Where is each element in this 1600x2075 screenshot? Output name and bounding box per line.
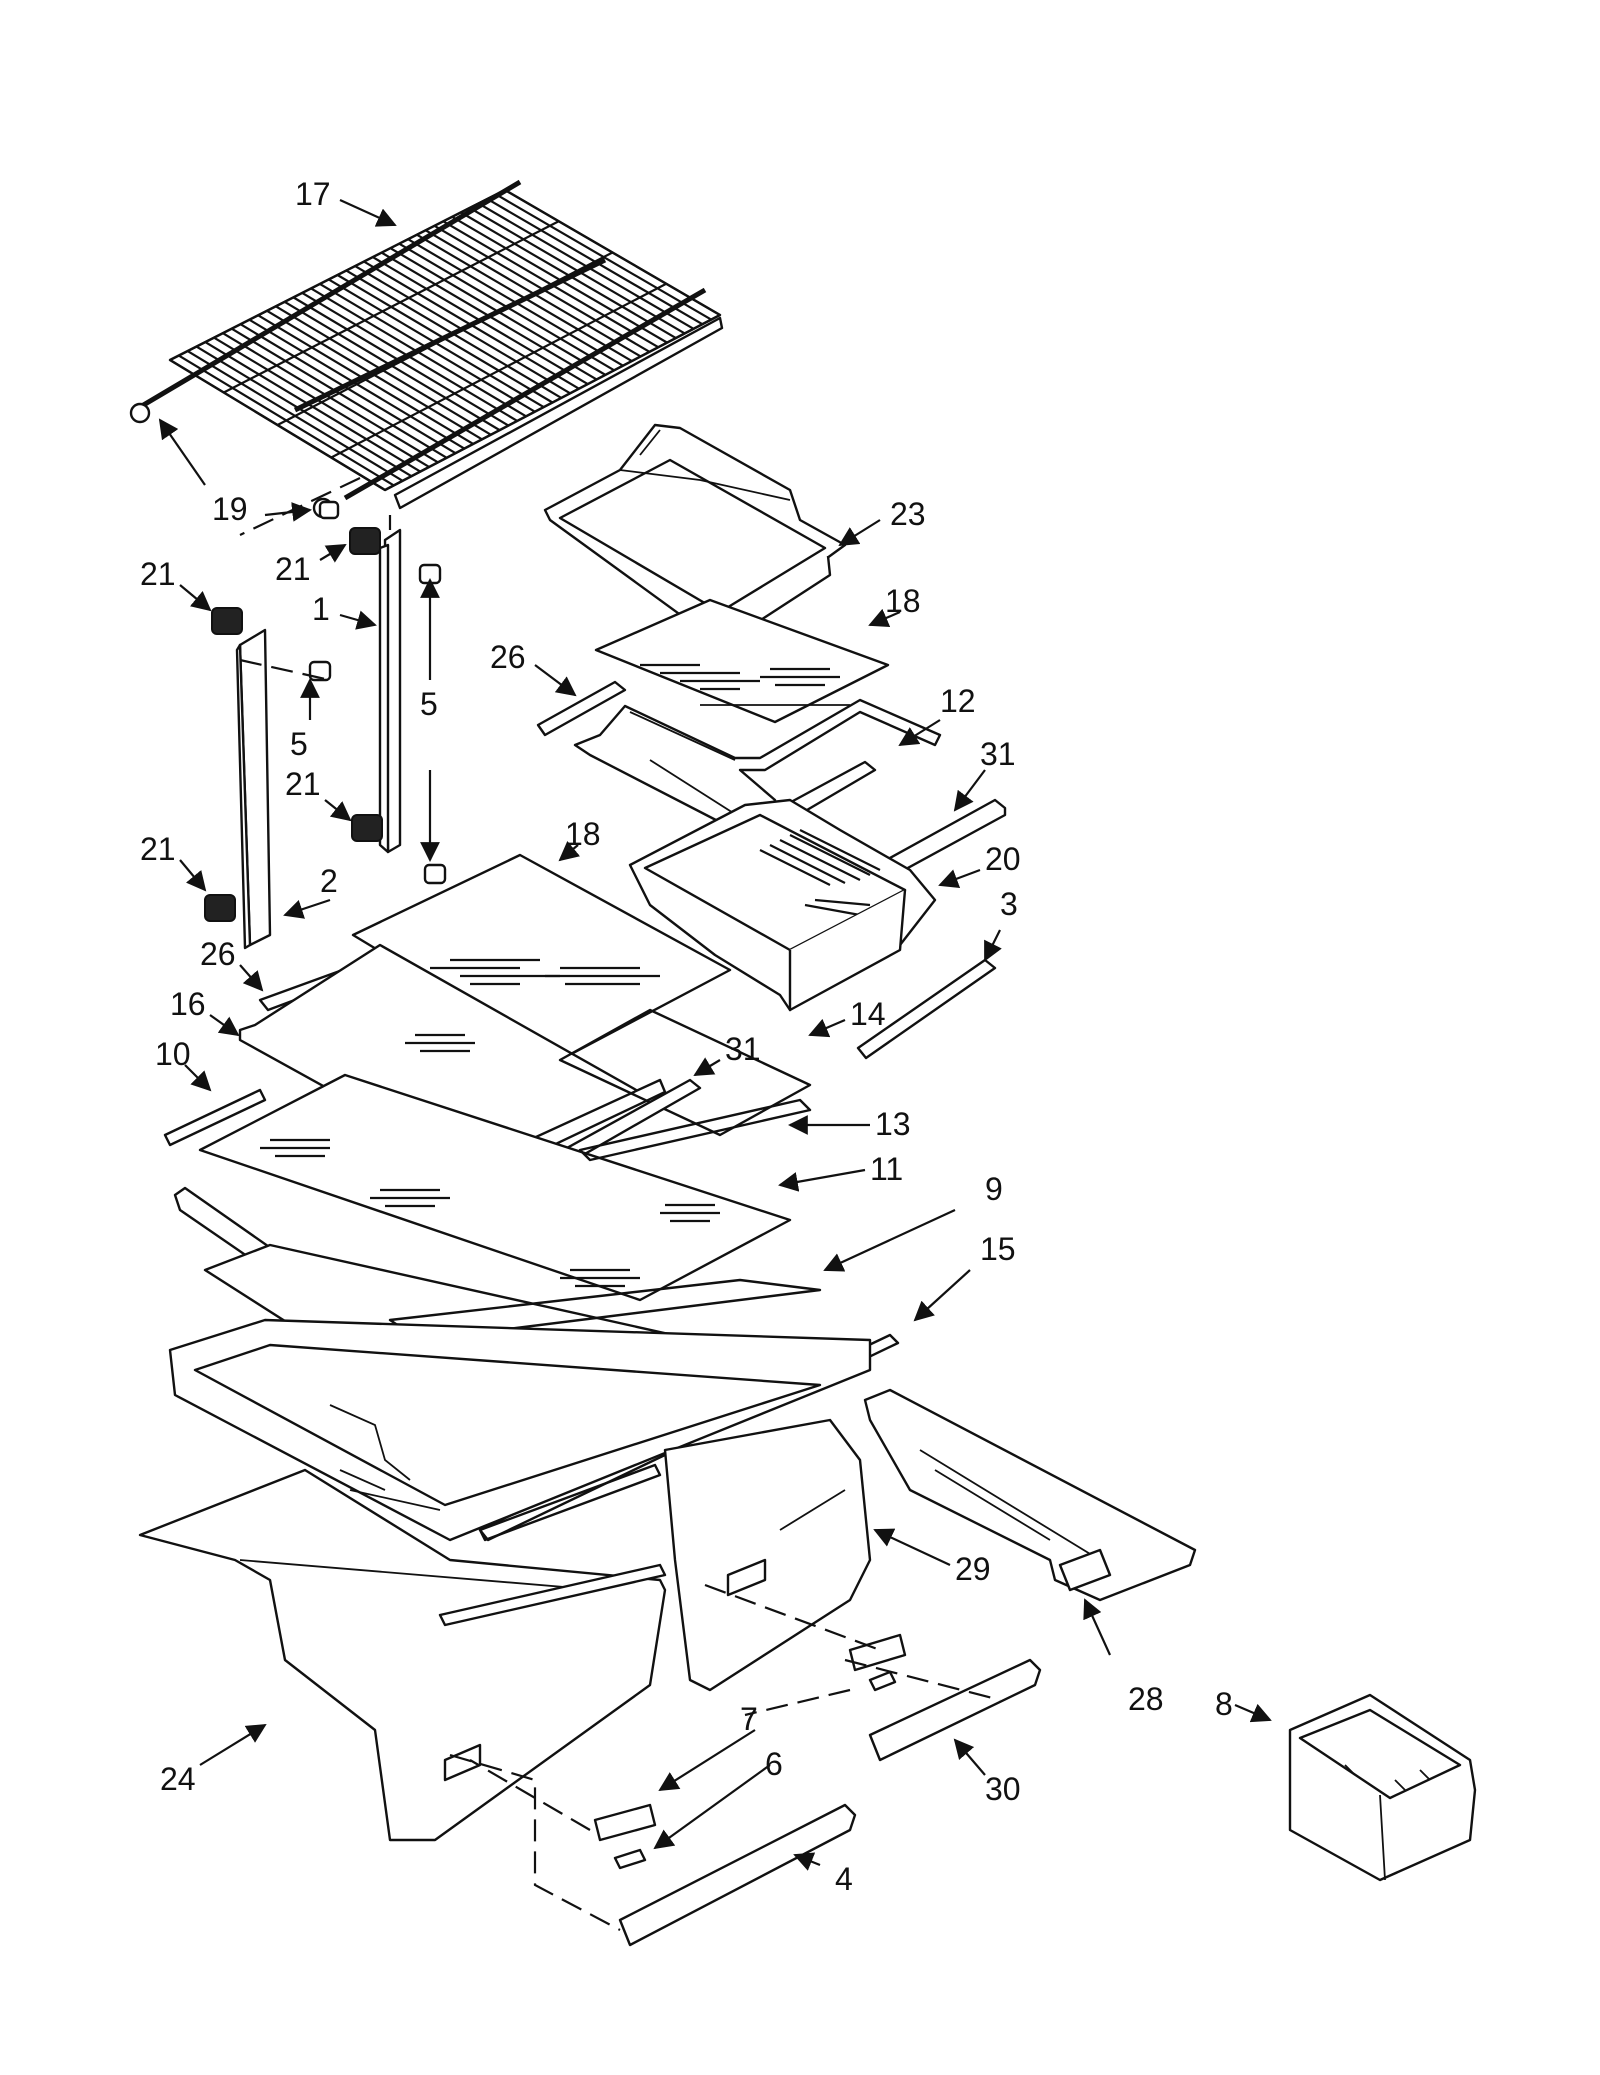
callout-26-upper: 26: [490, 639, 526, 675]
rail-10: [163, 1088, 267, 1147]
rail-30: [868, 1658, 1042, 1762]
callout-8: 8: [1215, 1686, 1233, 1722]
callout-4: 4: [835, 1861, 853, 1897]
callout-3: 3: [1000, 886, 1018, 922]
callout-31-lower: 31: [725, 1031, 761, 1067]
callout-21-left: 21: [140, 556, 176, 592]
clips: [204, 527, 383, 922]
callout-28: 28: [1128, 1681, 1164, 1717]
small-bin-8: [1288, 1693, 1477, 1882]
callout-23: 23: [890, 496, 926, 532]
wire-shelf: [129, 179, 724, 519]
callout-13: 13: [875, 1106, 911, 1142]
callout-21-mid: 21: [285, 766, 321, 802]
callout-labels: 17 19 21 21 1 5 5 21 21 2 23 18 26 12 31…: [140, 176, 1233, 1897]
crisper-cover-frame: [168, 1318, 872, 1542]
callout-31-upper: 31: [980, 736, 1016, 772]
callout-18-upper: 18: [885, 583, 921, 619]
callout-15: 15: [980, 1231, 1016, 1267]
leader-lines: [158, 198, 1272, 1871]
stops-6: [613, 1670, 897, 1870]
callout-12: 12: [940, 683, 976, 719]
callout-17: 17: [295, 176, 331, 212]
callout-20: 20: [985, 841, 1021, 877]
callout-16: 16: [170, 986, 206, 1022]
callout-6: 6: [765, 1746, 783, 1782]
callout-11: 11: [870, 1151, 903, 1187]
shelf-pins-19: [318, 500, 340, 520]
glass-panel-upper: [594, 598, 890, 724]
callout-7: 7: [740, 1701, 758, 1737]
callout-9: 9: [985, 1171, 1003, 1207]
shelf-crosswire: [384, 314, 721, 491]
slides-7: [593, 1633, 907, 1842]
callout-10: 10: [155, 1036, 191, 1072]
callout-18-lower: 18: [565, 816, 601, 852]
callout-14: 14: [850, 996, 886, 1032]
small-crisper-drawer: [628, 798, 937, 1012]
callout-26-lower: 26: [200, 936, 236, 972]
callout-24: 24: [160, 1761, 196, 1797]
callout-30: 30: [985, 1771, 1021, 1807]
bracket-1: [378, 528, 402, 854]
shelf-11: [198, 1073, 792, 1302]
shelf-crosswire: [169, 189, 506, 361]
frame-13: [578, 1098, 812, 1162]
rod-3: [856, 958, 997, 1060]
shelf-crosswire: [223, 220, 560, 394]
glass-panel-14: [558, 1008, 812, 1137]
callout-1: 1: [312, 591, 330, 627]
callout-29: 29: [955, 1551, 991, 1587]
shelf-crosswire: [330, 282, 667, 459]
crisper-drawer-24: [138, 1468, 667, 1842]
crisper-drawer-29: [663, 1418, 872, 1692]
callout-2: 2: [320, 863, 338, 899]
callout-5-left: 5: [290, 726, 308, 762]
bracket-2: [235, 628, 272, 950]
callout-21-lower: 21: [140, 831, 176, 867]
callout-5-right: 5: [420, 686, 438, 722]
rail-4: [618, 1803, 857, 1947]
callout-21-upper: 21: [275, 551, 311, 587]
callout-19: 19: [212, 491, 248, 527]
upper-rail-26: [536, 680, 627, 737]
bracket-28: [863, 1388, 1197, 1602]
rail-under-frame: [478, 1463, 662, 1542]
